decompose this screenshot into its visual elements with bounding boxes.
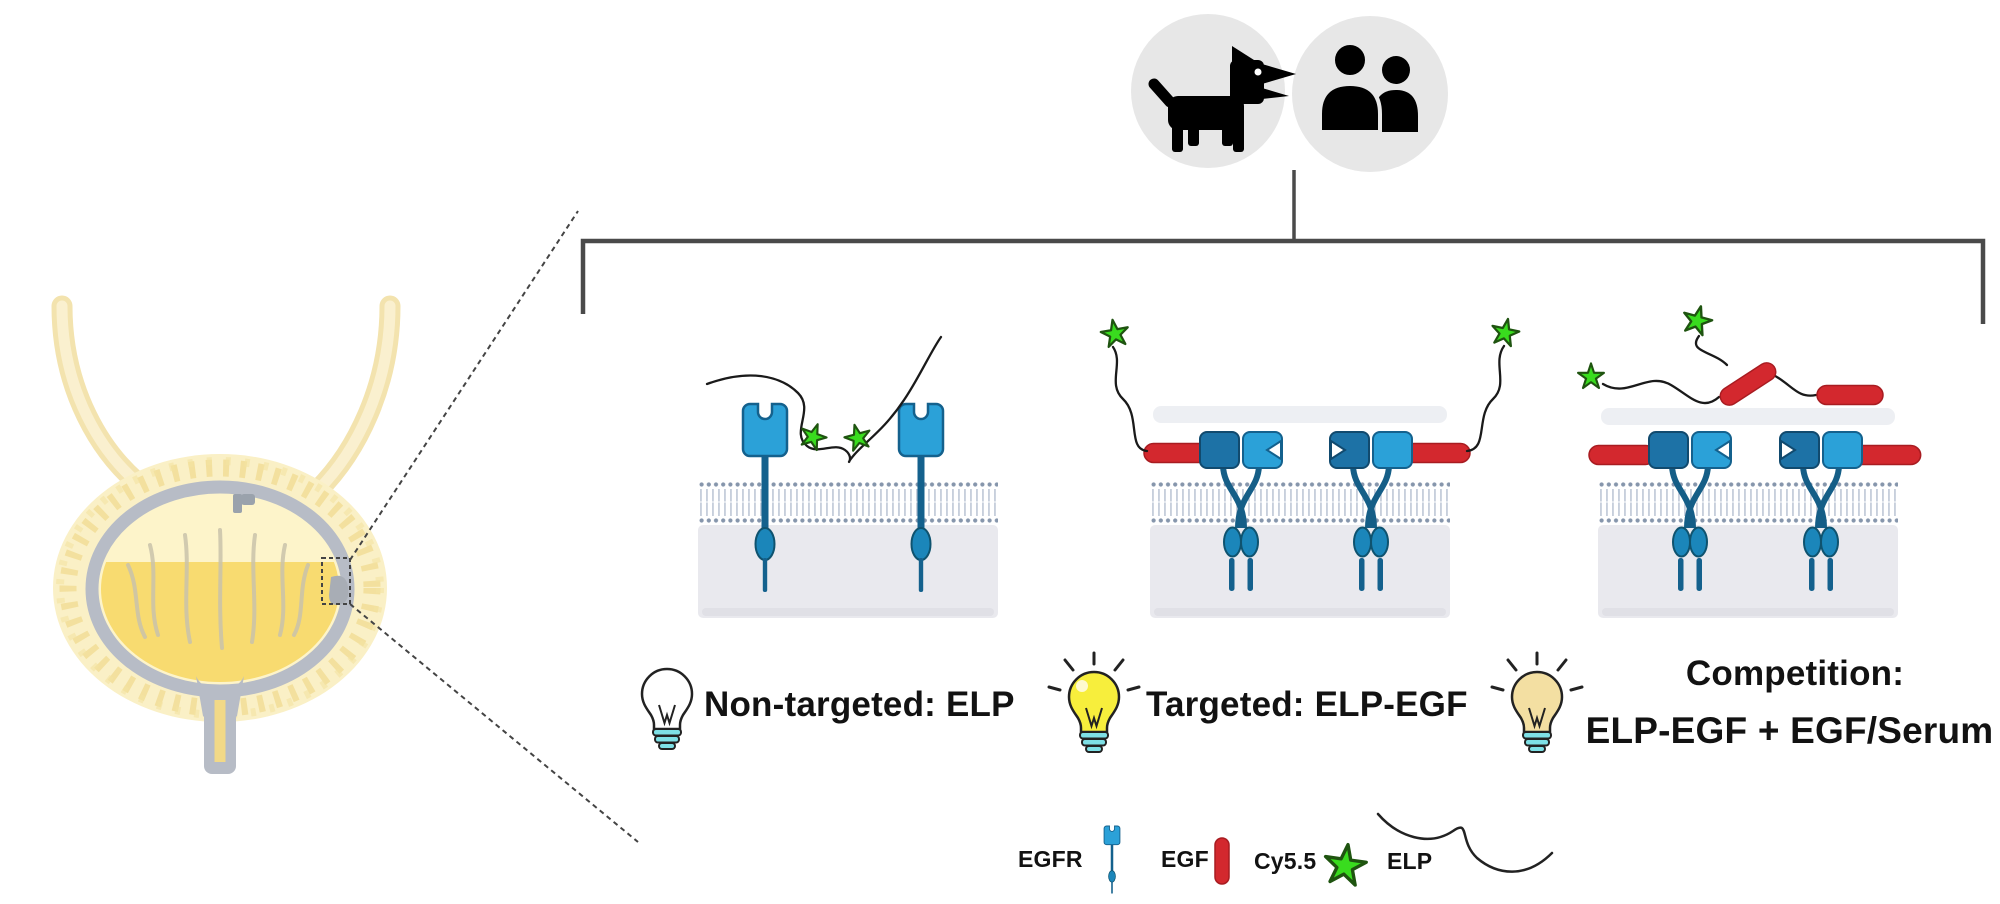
subject-circles [1131, 14, 1448, 239]
panel-label-targeted: Targeted: ELP-EGF [1146, 685, 1468, 724]
zoom-dash-line-upper [349, 210, 579, 561]
egf-capsule-icon [1403, 442, 1471, 464]
receptor-notch [1265, 439, 1282, 461]
panel-non-targeted [640, 335, 998, 751]
zoom-dash-line-lower [349, 603, 639, 843]
cy55-star-icon [1097, 316, 1132, 349]
shadow-band [1153, 406, 1447, 423]
receptor-notch [1330, 439, 1347, 461]
bladder-wall-texture-outer [56, 457, 384, 719]
cy55-star-icon [1577, 362, 1605, 390]
cell-membrane [698, 480, 998, 618]
dog-icon [1148, 46, 1296, 152]
panel-competition [1490, 301, 1922, 754]
dashed-tumor-box [321, 557, 351, 605]
bladder-wall-texture [59, 459, 381, 717]
legend-label-egfr: EGFR [1018, 846, 1083, 872]
elp-polymer-squiggle [705, 335, 943, 464]
urethra-icon [196, 676, 244, 774]
egfr-receptor-icon [1103, 825, 1121, 895]
cell-membrane [1598, 480, 1898, 618]
legend-label-cy55: Cy5.5 [1254, 848, 1317, 874]
free-elp-egf-molecules [1577, 301, 1884, 410]
bracket [580, 238, 1986, 324]
legend-label-elp: ELP [1387, 848, 1433, 874]
egf-capsule-icon [1214, 837, 1230, 885]
bladder-rugae [126, 528, 310, 650]
egf-capsule-icon [1588, 444, 1656, 466]
panel-label-competition-line2: ELP-EGF + EGF/Serum [1585, 710, 1994, 751]
lightbulb-lit-icon [1047, 651, 1141, 754]
bladder-illustration [51, 210, 639, 843]
elp-tether-right [1465, 344, 1506, 453]
elp-tether-left [1111, 345, 1149, 453]
tumor-right-icon [329, 575, 349, 605]
panel-label-competition-line1: Competition: [1685, 654, 1905, 693]
receptor-notch [1714, 439, 1731, 461]
cy55-star-icon [1678, 301, 1717, 338]
people-icon [1318, 41, 1418, 134]
legend-label-egf: EGF [1161, 846, 1209, 872]
cell-membrane [1150, 480, 1450, 618]
cy55-star-icon [1488, 314, 1523, 349]
shadow-band [1601, 408, 1895, 425]
tumor-top-icon [233, 494, 255, 513]
ureter-left-icon [51, 295, 163, 505]
egf-capsule-icon [1816, 384, 1884, 406]
lightbulb-dim-icon [1490, 651, 1584, 754]
ureter-right-icon [307, 295, 401, 501]
elp-squiggle-icon [1376, 812, 1554, 873]
cy55-star-icon [1320, 840, 1371, 888]
egf-capsule-icon [1716, 358, 1780, 410]
panel-targeted [1047, 314, 1523, 754]
lightbulb-off-icon [640, 667, 694, 751]
receptor-notch [1780, 439, 1797, 461]
legend-icons [1103, 812, 1554, 895]
cy55-star-icon [840, 420, 875, 453]
panel-label-non-targeted: Non-targeted: ELP [704, 685, 1015, 724]
dog-circle [1131, 14, 1285, 168]
